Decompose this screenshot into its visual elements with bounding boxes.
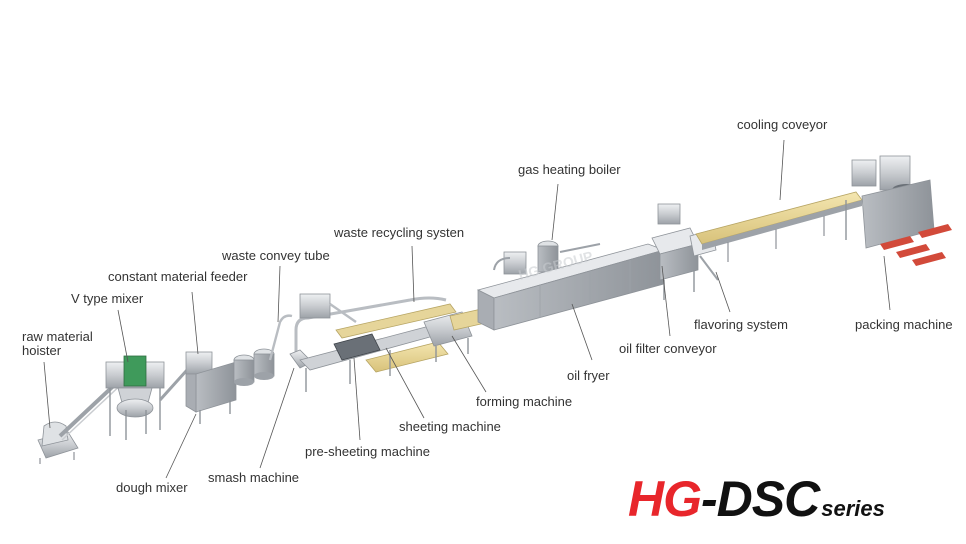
label-smash-machine: smash machine [208, 470, 300, 485]
label-pre-sheeting-machine: pre-sheeting machine [305, 444, 431, 459]
label-forming-machine: forming machine [476, 394, 573, 409]
label-packing-machine: packing machine [855, 317, 953, 332]
constant-material-feeder-machine [158, 351, 237, 424]
label-waste-convey-tube: waste convey tube [222, 248, 330, 263]
packing-machine-unit [845, 155, 952, 266]
raw-material-hoister-machine [37, 374, 127, 464]
smash-machine-tanks [233, 348, 275, 386]
label-cooling-conveyor: cooling coveyor [737, 117, 828, 132]
label-gas-heating-boiler: gas heating boiler [518, 162, 621, 177]
label-waste-recycling-system: waste recycling systen [334, 225, 465, 240]
gas-heating-boiler-unit [493, 240, 601, 275]
label-flavoring-system: flavoring system [694, 317, 788, 332]
label-oil-filter-conveyor: oil filter conveyor [619, 341, 717, 356]
waste-recycling-tubes [268, 293, 457, 361]
label-raw-material-hoister: raw material hoister [22, 329, 93, 358]
brand-prefix: HG [628, 471, 702, 527]
label-constant-material-feeder: constant material feeder [108, 269, 248, 284]
label-sheeting-machine: sheeting machine [399, 419, 501, 434]
label-v-type-mixer: V type mixer [71, 291, 144, 306]
brand-suffix: series [821, 496, 885, 521]
series-brand-logo: HG-DSCseries [628, 470, 885, 527]
label-leader-lines [43, 139, 891, 479]
label-dough-mixer: dough mixer [116, 480, 188, 495]
cooling-conveyor-unit [695, 191, 863, 262]
oil-fryer-unit [476, 243, 666, 331]
brand-dash: - [701, 471, 718, 527]
v-type-mixer-machine [105, 355, 165, 440]
flavoring-and-filter-unit [651, 203, 719, 300]
label-oil-fryer: oil fryer [567, 368, 610, 383]
brand-model: DSC [716, 471, 821, 527]
